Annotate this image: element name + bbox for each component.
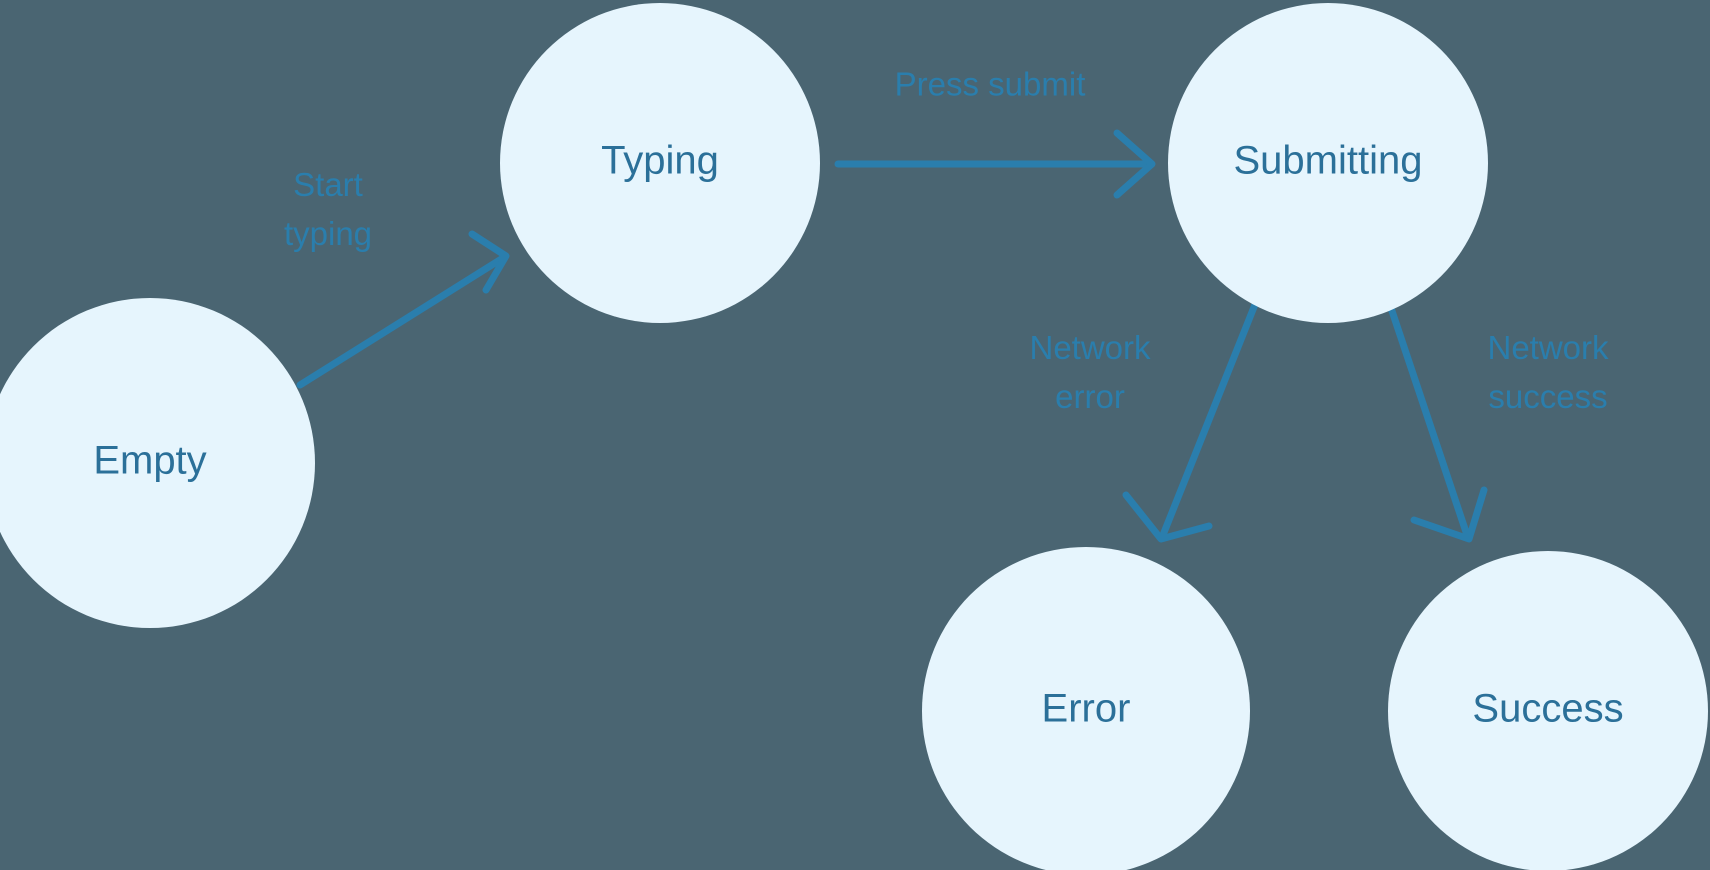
- state-node-label: Success: [1472, 687, 1623, 731]
- transition-label-line: Start: [293, 166, 363, 203]
- transition-line: [1159, 298, 1260, 539]
- transitions-layer: [296, 129, 1488, 543]
- state-node-error[interactable]: Error: [922, 547, 1250, 870]
- transition-label-empty-to-typing: Start typing: [284, 166, 372, 252]
- state-node-success[interactable]: Success: [1388, 551, 1708, 870]
- transition-label-typing-to-submitting: Press submit: [895, 66, 1086, 103]
- transition-label-line: Network: [1029, 329, 1151, 366]
- state-node-shape[interactable]: [1388, 551, 1708, 870]
- transition-typing-to-submitting: [834, 129, 1156, 199]
- state-node-label: Typing: [601, 139, 719, 183]
- state-node-empty[interactable]: Empty: [0, 298, 315, 628]
- state-node-submitting[interactable]: Submitting: [1168, 3, 1488, 323]
- transition-empty-to-typing: [296, 230, 510, 389]
- state-node-shape[interactable]: [922, 547, 1250, 870]
- arrowhead-icon: [1122, 491, 1213, 543]
- transition-label-line: success: [1488, 378, 1607, 415]
- state-node-label: Empty: [93, 439, 206, 483]
- transition-label-line: Press submit: [895, 66, 1086, 103]
- transition-line: [1385, 298, 1471, 539]
- transition-line: [296, 254, 507, 389]
- transition-label-line: Network: [1487, 329, 1609, 366]
- transition-submitting-to-success: [1385, 298, 1488, 543]
- transition-label-line: error: [1055, 378, 1125, 415]
- state-node-shape[interactable]: [500, 3, 820, 323]
- state-node-typing[interactable]: Typing: [500, 3, 820, 323]
- state-node-label: Error: [1042, 687, 1131, 731]
- arrowhead-icon: [1113, 129, 1156, 199]
- arrowhead-icon: [468, 230, 510, 294]
- transition-label-submitting-to-error: Network error: [1029, 329, 1151, 415]
- arrowhead-icon: [1410, 486, 1488, 543]
- state-node-label: Submitting: [1234, 139, 1423, 183]
- transition-label-submitting-to-success: Network success: [1487, 329, 1609, 415]
- state-node-shape[interactable]: [0, 298, 315, 628]
- transition-submitting-to-error: [1122, 298, 1260, 543]
- state-node-shape[interactable]: [1168, 3, 1488, 323]
- transition-label-line: typing: [284, 215, 372, 252]
